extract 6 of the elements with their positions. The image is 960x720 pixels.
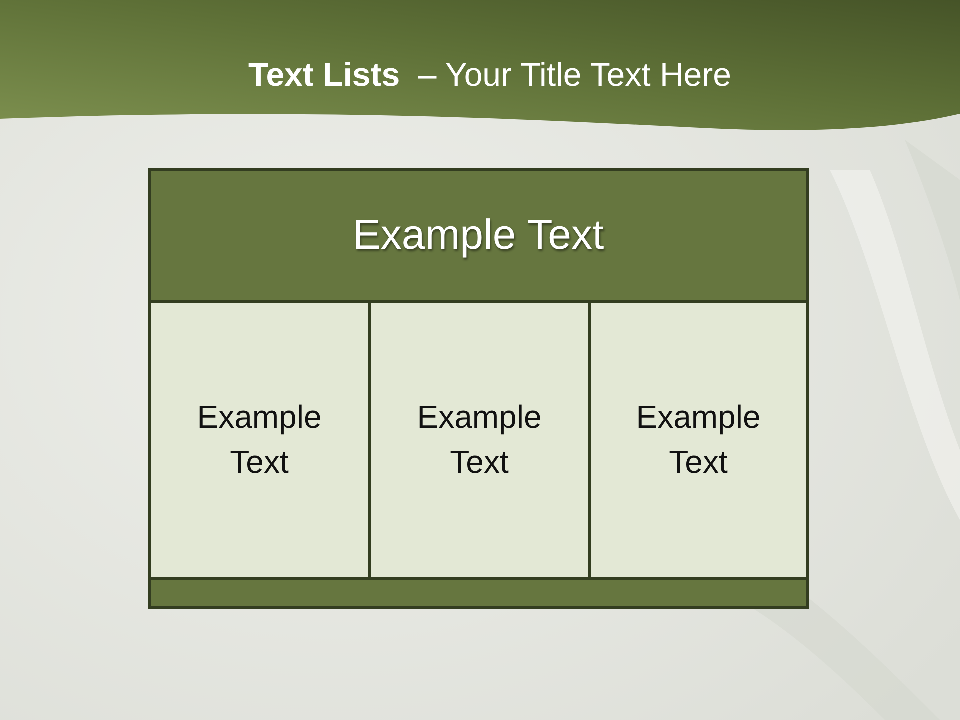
slide-title: Text Lists – Your Title Text Here [247, 56, 732, 94]
text-cell: Example Text [588, 300, 809, 580]
footer-bar [148, 577, 809, 609]
text-cell: Example Text [368, 300, 591, 580]
header-cell: Example Text [148, 168, 809, 303]
text-cell: Example Text [148, 300, 371, 580]
